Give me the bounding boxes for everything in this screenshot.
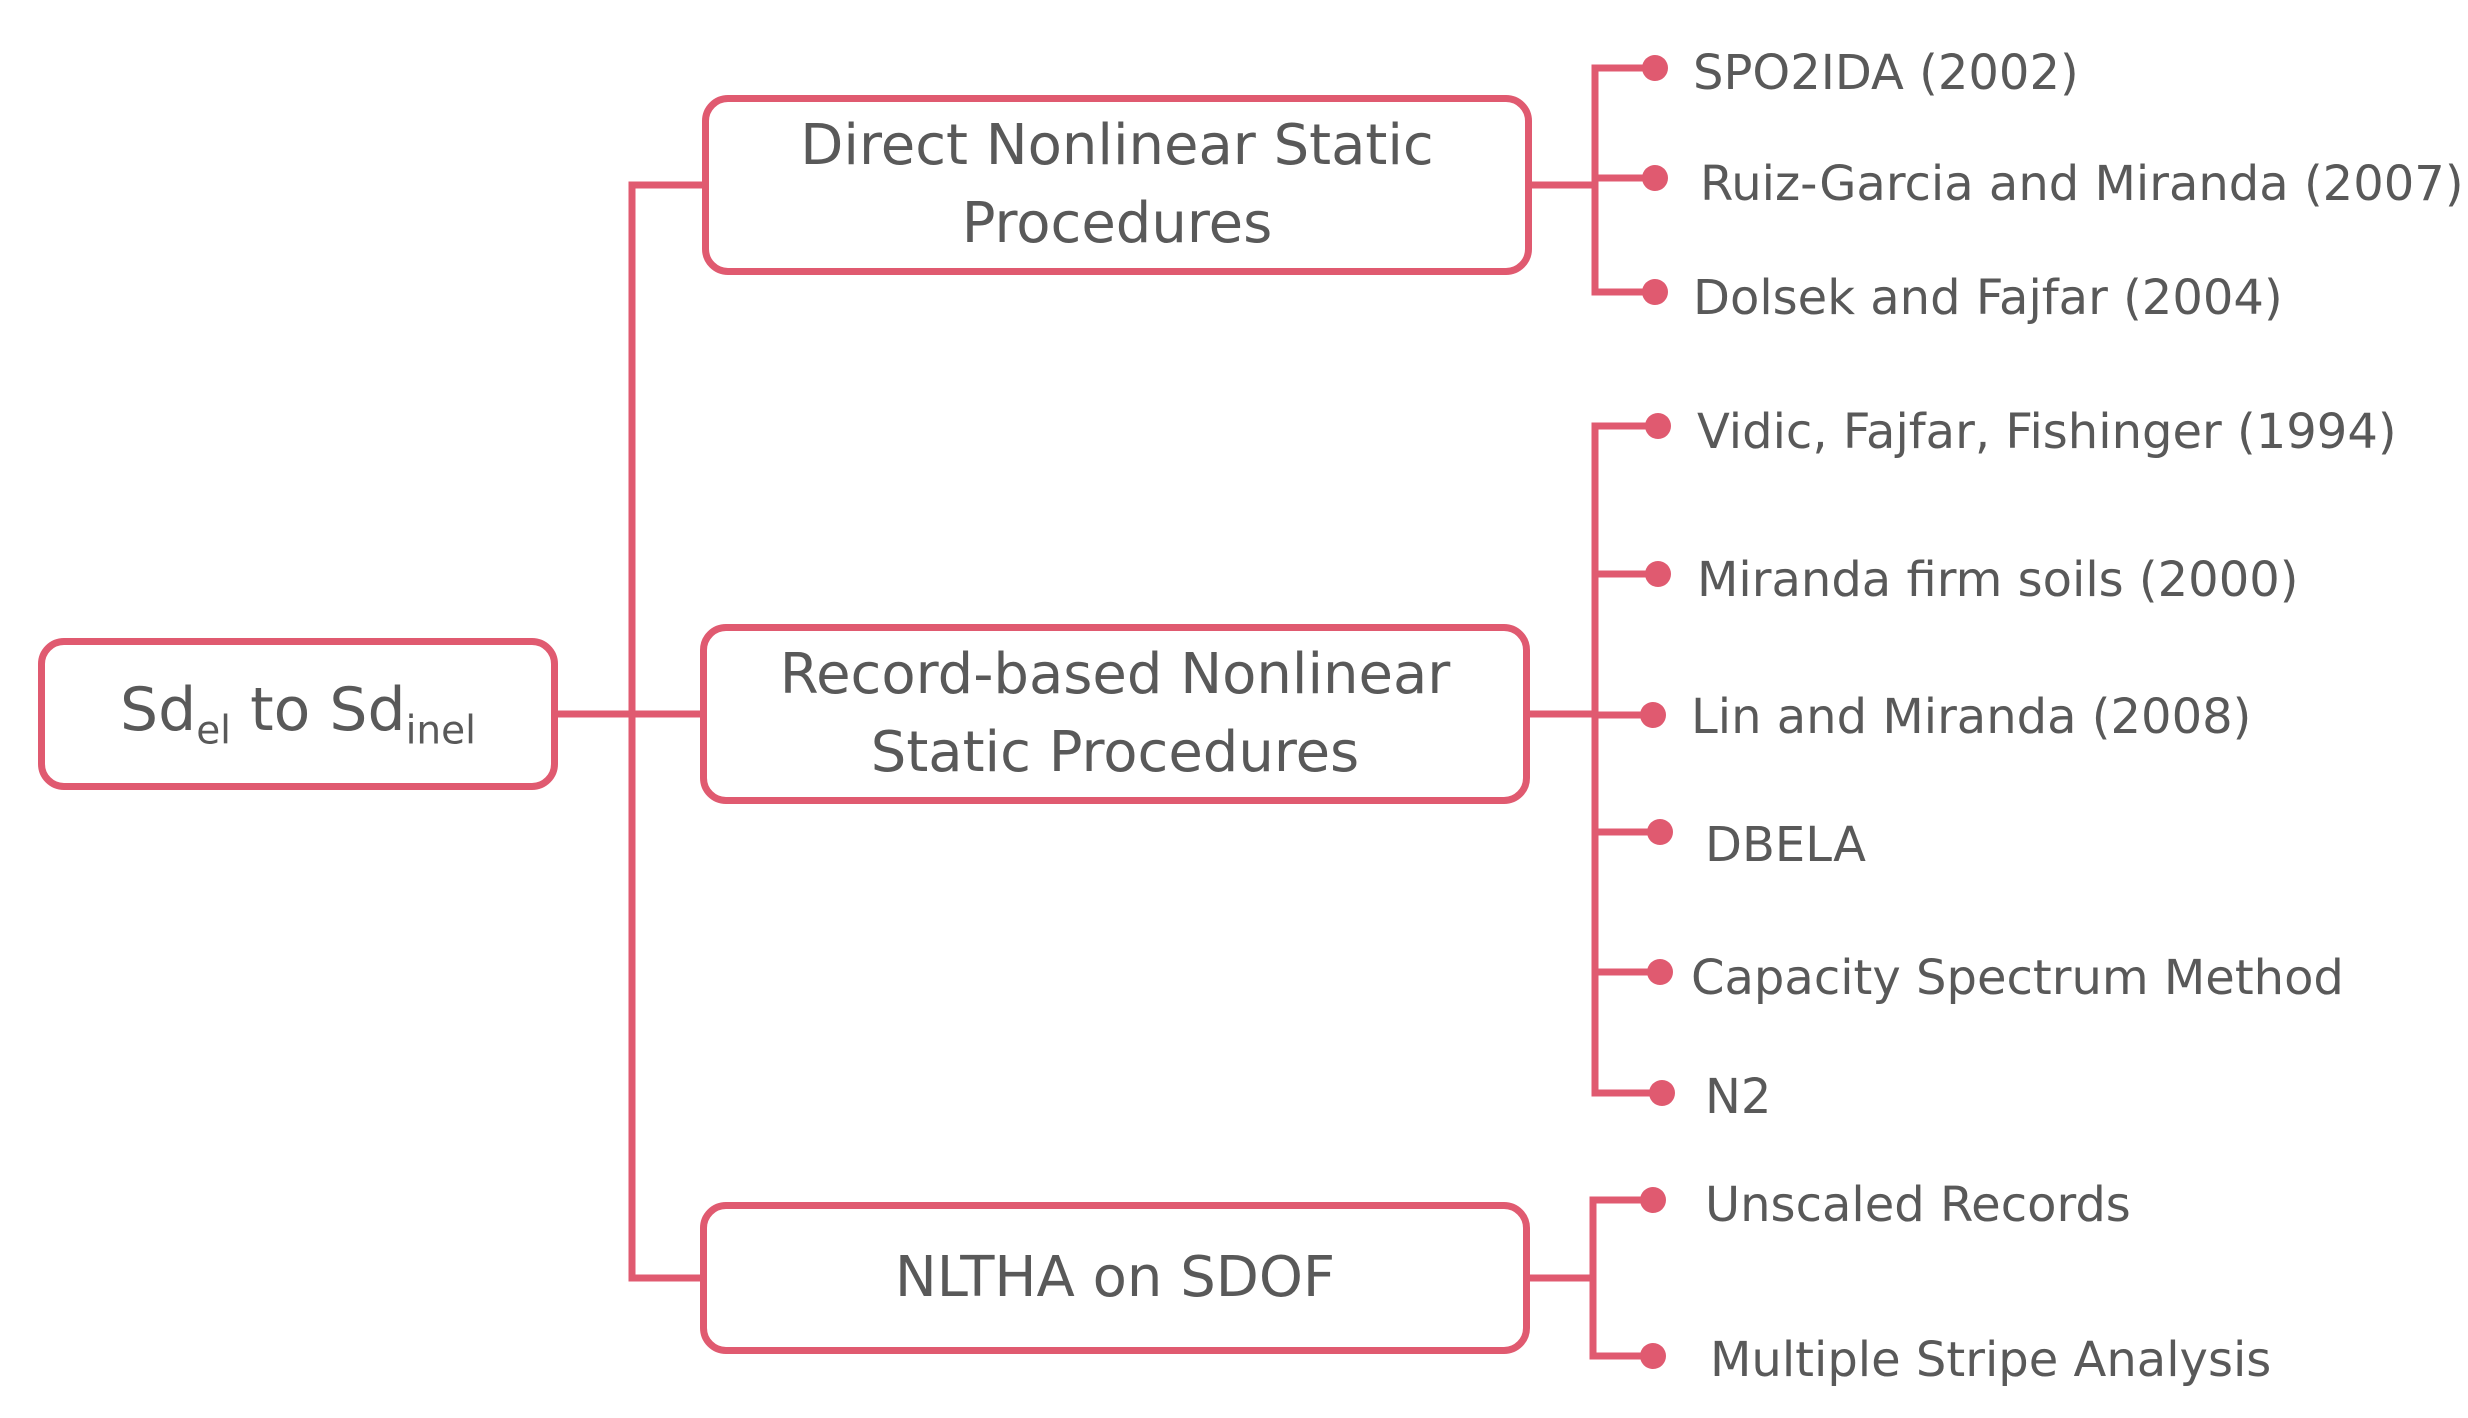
- leaf-item: Vidic, Fajfar, Fishinger (1994): [1697, 404, 2397, 460]
- root-label-to: to Sd: [231, 675, 406, 746]
- leaf-item: Dolsek and Fajfar (2004): [1693, 270, 2283, 326]
- category-node-direct-nsp: Direct Nonlinear Static Procedures: [702, 95, 1532, 275]
- leaf-bullet-dot: [1640, 1187, 1666, 1213]
- leaf-item: N2: [1705, 1069, 1772, 1125]
- leaf-item: Ruiz-Garcia and Miranda (2007): [1700, 156, 2464, 212]
- root-node: Sdel to Sdinel: [38, 638, 558, 790]
- leaf-bullet-dot: [1640, 1343, 1666, 1369]
- category-label: NLTHA on SDOF: [894, 1244, 1336, 1310]
- leaf-item: Miranda firm soils (2000): [1697, 552, 2299, 608]
- leaf-bullet-dot: [1647, 819, 1673, 845]
- category-label: Direct Nonlinear Static Procedures: [800, 112, 1434, 256]
- leaf-item: Capacity Spectrum Method: [1691, 950, 2344, 1006]
- root-label: Sdel to Sdinel: [120, 668, 476, 759]
- leaf-bullet-dot: [1645, 413, 1671, 439]
- leaf-bullet-dot: [1642, 55, 1668, 81]
- leaf-item: Lin and Miranda (2008): [1691, 689, 2252, 745]
- leaf-bullet-dot: [1642, 279, 1668, 305]
- root-label-sub-el: el: [196, 709, 232, 755]
- root-label-main: Sd: [120, 675, 197, 746]
- leaf-bullet-dot: [1647, 959, 1673, 985]
- leaf-item: DBELA: [1705, 817, 1866, 873]
- leaf-bullet-dot: [1649, 1080, 1675, 1106]
- leaf-item: Unscaled Records: [1705, 1177, 2131, 1233]
- category-label: Record-based Nonlinear Static Procedures: [779, 641, 1451, 785]
- leaf-bullet-dot: [1645, 561, 1671, 587]
- category-node-record-based-nsp: Record-based Nonlinear Static Procedures: [700, 624, 1530, 804]
- leaf-item: SPO2IDA (2002): [1693, 45, 2079, 101]
- leaf-item: Multiple Stripe Analysis: [1710, 1332, 2272, 1388]
- leaf-bullet-dot: [1642, 165, 1668, 191]
- leaf-bullet-dot: [1640, 702, 1666, 728]
- category-node-nltha-sdof: NLTHA on SDOF: [700, 1202, 1530, 1354]
- root-label-sub-inel: inel: [405, 709, 476, 755]
